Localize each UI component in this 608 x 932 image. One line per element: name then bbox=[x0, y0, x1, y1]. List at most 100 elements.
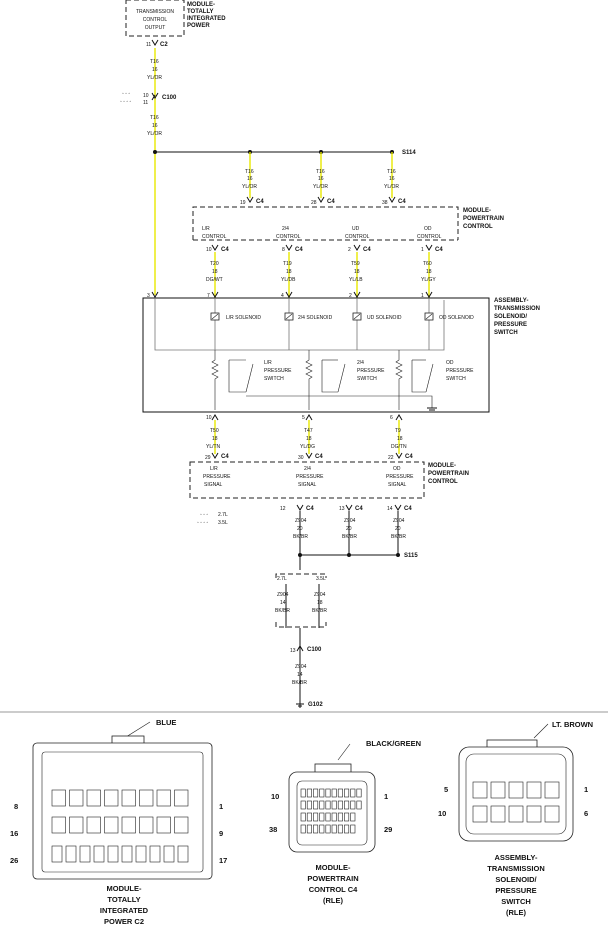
pin-cavity bbox=[300, 800, 306, 810]
c4-pin-38: 38 bbox=[269, 825, 277, 834]
pcm-b-pin-22: 22 bbox=[388, 455, 394, 461]
pin-cavity bbox=[107, 845, 119, 863]
gnd-conn-2: C4 bbox=[355, 506, 363, 512]
pin-cavity bbox=[344, 788, 350, 798]
sig1-1: T50 bbox=[210, 428, 219, 434]
pcm-top-block: L/R CONTROL 2/4 CONTROL UD CONTROL OD CO… bbox=[192, 206, 504, 241]
pin-cavity bbox=[135, 845, 147, 863]
pin-cavity bbox=[313, 800, 319, 810]
pcm-b-name-1: MODULE- bbox=[428, 463, 456, 469]
pin-cavity bbox=[51, 845, 63, 863]
connector-arrow bbox=[151, 291, 159, 298]
pin-cavity bbox=[490, 805, 506, 823]
pin-cavity bbox=[104, 816, 119, 834]
asm-cap-4: PRESSURE bbox=[495, 886, 536, 895]
t16-b-2: 16 bbox=[152, 123, 158, 129]
connector-arrow bbox=[151, 39, 159, 46]
sw2-2: 18 bbox=[286, 269, 292, 275]
connector-arrow bbox=[305, 452, 313, 459]
c100-pin-10: 10 bbox=[143, 93, 149, 99]
pin-cavity bbox=[121, 845, 133, 863]
t16-a-3: YL/OR bbox=[147, 75, 162, 81]
asm-pin-3: 3 bbox=[147, 293, 150, 299]
legend-dots-27: ◦ ◦ ◦ bbox=[200, 512, 208, 518]
br1-w2: 16 bbox=[247, 176, 253, 182]
pcm-pin-2-conn: C4 bbox=[363, 247, 371, 253]
connector-arrow bbox=[296, 504, 304, 511]
c100-b-conn: C100 bbox=[307, 647, 322, 653]
asm-pin-1: 1 bbox=[584, 785, 588, 794]
sig-lr-1: L/R bbox=[210, 466, 218, 472]
asm-cap-5: SWITCH bbox=[501, 897, 531, 906]
ew1-1: Z904 bbox=[277, 592, 289, 598]
c2-color: BLUE bbox=[156, 718, 176, 727]
gw3-2: 20 bbox=[395, 526, 401, 532]
gw1-3: BK/BR bbox=[293, 534, 308, 540]
ctrl-ud-1: UD bbox=[352, 226, 360, 232]
pcm-pin-1: 1 bbox=[421, 247, 424, 253]
ew2-2: 18 bbox=[317, 600, 323, 606]
sig3-1: T9 bbox=[395, 428, 401, 434]
sig3-3: DG/TN bbox=[391, 444, 407, 450]
connector-arrow bbox=[425, 244, 433, 251]
t16-b-3: YL/OR bbox=[147, 131, 162, 137]
ctrl-lr-1: L/R bbox=[202, 226, 210, 232]
sol-lr-label: L/R SOLENOID bbox=[226, 315, 261, 321]
connector-arrow bbox=[394, 504, 402, 511]
ctrl-ud-2: CONTROL bbox=[345, 234, 370, 240]
fw-2: 14 bbox=[297, 672, 303, 678]
tipm-conn: C2 bbox=[160, 42, 168, 48]
sw1-3: DG/WT bbox=[206, 277, 223, 283]
pcm-pin-8-conn: C4 bbox=[295, 247, 303, 253]
pin-cavity bbox=[337, 824, 343, 834]
pin-cavity bbox=[350, 812, 356, 822]
pin-cavity bbox=[325, 812, 331, 822]
pin-cavity bbox=[325, 800, 331, 810]
od-resistor-icon bbox=[395, 350, 403, 410]
psw-24-1: 2/4 bbox=[357, 360, 364, 366]
c100-dots-a: ◦ ◦ ◦ bbox=[122, 91, 130, 97]
engine-merge-bracket bbox=[275, 622, 327, 628]
pin-cavity bbox=[139, 789, 154, 807]
pin-cavity bbox=[79, 845, 91, 863]
pin-cavity bbox=[508, 781, 524, 799]
connector-arrow bbox=[305, 414, 313, 421]
pin-cavity bbox=[472, 805, 488, 823]
tipm-name-1: MODULE- bbox=[187, 2, 215, 8]
pin-cavity bbox=[177, 845, 189, 863]
connector-arrow bbox=[285, 291, 293, 298]
sol-od-label: OD SOLENOID bbox=[439, 315, 474, 321]
eng-35: 3.5L bbox=[316, 576, 326, 582]
connector-arrow bbox=[285, 244, 293, 251]
pin-cavity bbox=[344, 800, 350, 810]
sw3-3: YL/LB bbox=[349, 277, 363, 283]
pin-cavity bbox=[350, 788, 356, 798]
c2-pin-26: 26 bbox=[10, 856, 18, 865]
gnd-pin-14: 14 bbox=[387, 506, 393, 512]
connector-c4-view: BLACK/GREEN 10 1 38 29 MODULE- POWERTRAI… bbox=[269, 739, 421, 905]
pin-cavity bbox=[337, 788, 343, 798]
connector-assembly-view: LT. BROWN 5 1 10 6 ASSEMBLY- TRANSMISSIO… bbox=[438, 720, 593, 917]
sol-24-label: 2/4 SOLENOID bbox=[298, 315, 333, 321]
ctrl-24-2: CONTROL bbox=[276, 234, 301, 240]
asm-cap-2: TRANSMISSION bbox=[487, 864, 545, 873]
s114-label: S114 bbox=[402, 150, 416, 156]
psw-od-2: PRESSURE bbox=[446, 368, 474, 374]
pin-cavity bbox=[319, 800, 325, 810]
ctrl-24-1: 2/4 bbox=[282, 226, 289, 232]
connector-arrow bbox=[425, 291, 433, 298]
sig-24-1: 2/4 bbox=[304, 466, 311, 472]
solenoid-feed-wire bbox=[154, 298, 445, 351]
c4-color: BLACK/GREEN bbox=[366, 739, 421, 748]
psw-od-1: OD bbox=[446, 360, 454, 366]
ctrl-od-2: CONTROL bbox=[417, 234, 442, 240]
pin-cavity bbox=[319, 824, 325, 834]
sig-lr-3: SIGNAL bbox=[204, 482, 223, 488]
sw1-2: 18 bbox=[212, 269, 218, 275]
gw3-1: Z904 bbox=[393, 518, 405, 524]
connector-arrow bbox=[345, 504, 353, 511]
asm-cap-1: ASSEMBLY- bbox=[494, 853, 538, 862]
pin-cavity bbox=[149, 845, 161, 863]
sig3-2: 18 bbox=[397, 436, 403, 442]
pin-cavity bbox=[163, 845, 175, 863]
